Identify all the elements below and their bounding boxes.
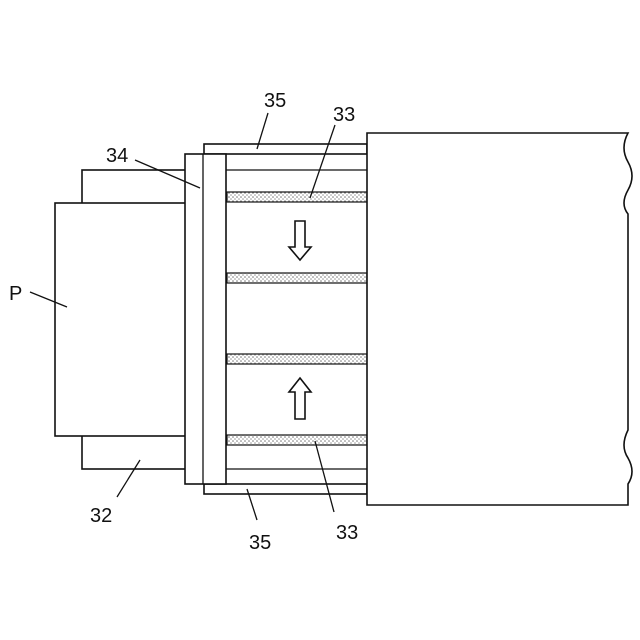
strip-middle-upper bbox=[227, 273, 367, 283]
label-p: P bbox=[9, 283, 22, 305]
arrow-up-icon bbox=[289, 378, 311, 419]
strip-33-top bbox=[227, 192, 367, 202]
strip-middle-lower bbox=[227, 354, 367, 364]
leader-33-top bbox=[310, 125, 335, 198]
part-34-frame bbox=[185, 154, 226, 484]
part-35-bottom bbox=[204, 484, 367, 494]
label-32: 32 bbox=[90, 505, 112, 527]
label-35-bottom: 35 bbox=[249, 532, 271, 554]
label-35-top: 35 bbox=[264, 90, 286, 112]
leader-33-bottom bbox=[315, 441, 334, 512]
label-33-top: 33 bbox=[333, 104, 355, 126]
strip-33-bottom bbox=[227, 435, 367, 445]
label-34: 34 bbox=[106, 145, 128, 167]
paper-p bbox=[55, 203, 186, 436]
arrow-down-icon bbox=[289, 221, 311, 260]
label-33-bottom: 33 bbox=[336, 522, 358, 544]
main-body bbox=[367, 133, 632, 505]
part-35-top bbox=[204, 144, 367, 154]
